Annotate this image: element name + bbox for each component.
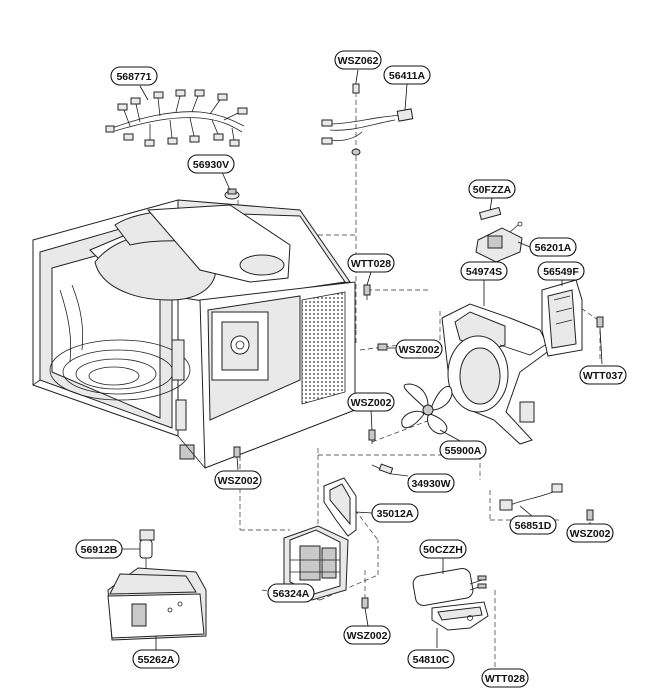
screw-wsz002-center — [368, 429, 376, 444]
wire-harness — [105, 89, 248, 147]
svg-text:56912B: 56912B — [81, 544, 118, 556]
shield-part — [541, 279, 583, 357]
svg-text:35012A: 35012A — [377, 508, 414, 520]
screw-wsz002-bottom — [361, 597, 369, 609]
screw-wsz002-mid — [377, 343, 388, 351]
capacitor-bracket-part — [431, 601, 489, 631]
svg-text:568771: 568771 — [116, 71, 151, 83]
part-labels: 568771 WSZ062 56411A 56930V 50FZZA 56201… — [75, 50, 627, 688]
screw-wtt037-right — [596, 316, 604, 328]
leader-lines — [120, 69, 603, 679]
svg-text:56930V: 56930V — [193, 159, 229, 171]
label-wsz002-mid: WSZ002 — [395, 339, 443, 359]
label-50fzza: 50FZZA — [468, 179, 516, 199]
label-56851d: 56851D — [509, 515, 557, 535]
label-50czzh: 50CZZH — [419, 539, 467, 559]
label-56324a: 56324A — [267, 583, 315, 603]
screw-wtt028-mid — [363, 284, 371, 300]
svg-text:WSZ002: WSZ002 — [218, 475, 259, 487]
svg-text:WSZ002: WSZ002 — [399, 344, 440, 356]
screw-wsz002-left — [233, 446, 241, 458]
fan-blade — [401, 383, 453, 435]
label-wsz002-center: WSZ002 — [347, 392, 395, 412]
label-wtt028-mid: WTT028 — [347, 253, 395, 273]
capacitor-part — [412, 567, 487, 607]
svg-text:WTT037: WTT037 — [583, 370, 623, 382]
svg-text:WSZ062: WSZ062 — [338, 55, 379, 67]
switch-part — [475, 221, 523, 263]
label-wsz002-left: WSZ002 — [214, 470, 262, 490]
svg-text:WTT028: WTT028 — [485, 673, 525, 685]
svg-text:50FZZA: 50FZZA — [473, 184, 512, 196]
svg-text:54810C: 54810C — [413, 654, 450, 666]
svg-text:54974S: 54974S — [466, 266, 502, 278]
svg-text:WSZ002: WSZ002 — [351, 397, 392, 409]
screw-wsz002-right — [586, 509, 594, 521]
transformer-part — [283, 525, 349, 601]
svg-text:50CZZH: 50CZZH — [423, 544, 463, 556]
svg-text:56549F: 56549F — [543, 266, 579, 278]
label-35012a: 35012A — [371, 503, 419, 523]
label-56930v: 56930V — [187, 154, 235, 174]
oven-cavity — [32, 199, 356, 469]
label-56201a: 56201A — [529, 237, 577, 257]
diode-part — [371, 463, 409, 477]
svg-text:34930W: 34930W — [411, 478, 450, 490]
svg-text:56411A: 56411A — [389, 70, 426, 82]
lamp-part — [139, 529, 155, 568]
base-part — [107, 567, 207, 641]
label-54810c: 54810C — [407, 649, 455, 669]
fuse-part — [478, 206, 502, 221]
svg-text:WSZ002: WSZ002 — [570, 528, 611, 540]
label-55900a: 55900A — [439, 440, 487, 460]
label-568771: 568771 — [110, 66, 158, 86]
svg-text:55262A: 55262A — [138, 654, 175, 666]
label-34930w: 34930W — [407, 473, 455, 493]
label-55262a: 55262A — [132, 649, 180, 669]
label-56912b: 56912B — [75, 539, 123, 559]
label-56411a: 56411A — [383, 65, 431, 85]
label-54974s: 54974S — [460, 261, 508, 281]
cord-part — [499, 483, 563, 511]
label-wtt028-bottom: WTT028 — [481, 668, 529, 688]
svg-text:WSZ002: WSZ002 — [347, 630, 388, 642]
transformer-bracket-part — [323, 477, 357, 537]
svg-text:56324A: 56324A — [273, 588, 310, 600]
svg-text:56851D: 56851D — [515, 520, 552, 532]
label-wtt037: WTT037 — [579, 365, 627, 385]
svg-text:WTT028: WTT028 — [351, 258, 391, 270]
thermostat-part — [224, 188, 240, 200]
fan-bracket — [441, 303, 551, 445]
label-wsz062-top: WSZ062 — [334, 50, 382, 70]
svg-text:55900A: 55900A — [445, 445, 482, 457]
label-wsz002-right: WSZ002 — [566, 523, 614, 543]
label-56549f: 56549F — [537, 261, 585, 281]
top-wire-assembly — [321, 82, 414, 156]
svg-text:56201A: 56201A — [535, 242, 572, 254]
label-wsz002-bottom: WSZ002 — [343, 625, 391, 645]
